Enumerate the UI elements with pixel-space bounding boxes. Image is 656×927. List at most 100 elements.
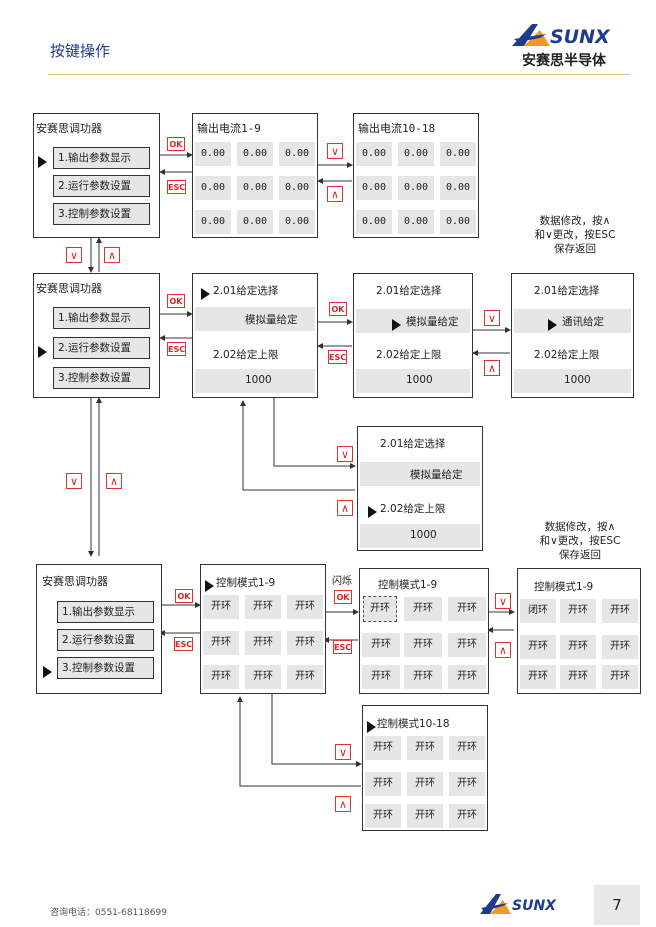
control-screen-10-18: 控制模式10-18 开环 开环 开环 开环 开环 开环 开环 开环 开环 — [362, 705, 488, 831]
cursor-icon — [367, 716, 376, 735]
control-mode-cell[interactable]: 开环 — [404, 665, 442, 689]
control-mode-cell[interactable]: 开环 — [407, 772, 443, 796]
ok-key[interactable]: OK — [167, 294, 185, 308]
control-mode-cell-blinking[interactable]: 开环 — [363, 596, 397, 622]
menu-item-run-settings[interactable]: 2.运行参数设置 — [57, 629, 154, 651]
control-mode-cell[interactable]: 开环 — [362, 665, 400, 689]
control-mode-cell[interactable]: 开环 — [365, 804, 401, 828]
control-mode-cell[interactable]: 开环 — [449, 804, 485, 828]
given-select-value[interactable]: 通讯给定 — [562, 316, 604, 328]
control-mode-cell[interactable]: 开环 — [449, 772, 485, 796]
control-mode-cell[interactable]: 开环 — [203, 665, 239, 689]
control-mode-cell[interactable]: 开环 — [203, 631, 239, 655]
down-key[interactable]: ∨ — [484, 310, 500, 326]
given-upper-value[interactable]: 1000 — [564, 374, 591, 386]
esc-key[interactable]: ESC — [333, 640, 352, 654]
current-value: 0.00 — [398, 176, 434, 200]
esc-key[interactable]: ESC — [167, 342, 186, 356]
control-mode-cell[interactable]: 开环 — [449, 736, 485, 760]
control-mode-cell[interactable]: 开环 — [448, 597, 486, 621]
menu-title: 安赛思调功器 — [36, 282, 102, 295]
up-key[interactable]: ∧ — [327, 186, 343, 202]
given-upper-field — [360, 524, 480, 548]
current-value: 0.00 — [356, 210, 392, 234]
given-select-value[interactable]: 模拟量给定 — [410, 469, 463, 481]
up-key[interactable]: ∧ — [335, 796, 351, 812]
brand-logo: SUNX 安赛思半导体 — [508, 20, 630, 70]
control-mode-cell[interactable]: 开环 — [287, 631, 323, 655]
menu-item-control-settings[interactable]: 3.控制参数设置 — [53, 367, 150, 389]
ok-key[interactable]: OK — [167, 137, 185, 151]
down-key[interactable]: ∨ — [337, 446, 353, 462]
control-mode-cell[interactable]: 开环 — [407, 736, 443, 760]
control-mode-cell[interactable]: 开环 — [602, 665, 638, 689]
control-mode-cell[interactable]: 开环 — [287, 665, 323, 689]
control-mode-cell[interactable]: 开环 — [365, 736, 401, 760]
given-upper-value[interactable]: 1000 — [410, 529, 437, 541]
given-upper-label: 2.02给定上限 — [534, 349, 600, 361]
control-mode-cell[interactable]: 闭环 — [520, 599, 556, 623]
current-value: 0.00 — [356, 176, 392, 200]
menu-item-output-display[interactable]: 1.输出参数显示 — [53, 307, 150, 329]
given-upper-value[interactable]: 1000 — [406, 374, 433, 386]
menu-screen-1: 安赛思调功器 1.输出参数显示 2.运行参数设置 3.控制参数设置 — [33, 113, 160, 238]
footer-phone: 咨询电话：0551-68118699 — [50, 908, 167, 918]
up-key[interactable]: ∧ — [104, 247, 120, 263]
current-value: 0.00 — [398, 210, 434, 234]
given-select-value[interactable]: 模拟量给定 — [245, 314, 298, 326]
control-mode-cell[interactable]: 开环 — [520, 665, 556, 689]
ok-key[interactable]: OK — [334, 590, 352, 604]
menu-item-run-settings[interactable]: 2.运行参数设置 — [53, 337, 150, 359]
control-mode-cell[interactable]: 开环 — [365, 772, 401, 796]
current-value: 0.00 — [356, 142, 392, 166]
control-mode-cell[interactable]: 开环 — [287, 595, 323, 619]
menu-item-run-settings[interactable]: 2.运行参数设置 — [53, 175, 150, 197]
given-upper-field — [356, 369, 470, 393]
control-mode-cell[interactable]: 开环 — [448, 665, 486, 689]
up-key[interactable]: ∧ — [495, 642, 511, 658]
menu-item-control-settings[interactable]: 3.控制参数设置 — [57, 657, 154, 679]
down-key[interactable]: ∨ — [327, 143, 343, 159]
given-select-value[interactable]: 模拟量给定 — [406, 316, 459, 328]
esc-key[interactable]: ESC — [167, 180, 186, 194]
ok-key[interactable]: OK — [329, 302, 347, 316]
control-mode-cell[interactable]: 开环 — [560, 635, 596, 659]
menu-item-output-display[interactable]: 1.输出参数显示 — [57, 601, 154, 623]
control-mode-cell[interactable]: 开环 — [448, 633, 486, 657]
up-key[interactable]: ∧ — [106, 473, 122, 489]
given-upper-field — [514, 369, 631, 393]
control-mode-cell[interactable]: 开环 — [602, 599, 638, 623]
control-mode-cell[interactable]: 开环 — [245, 631, 281, 655]
control-mode-cell[interactable]: 开环 — [560, 599, 596, 623]
esc-key[interactable]: ESC — [328, 350, 347, 364]
control-mode-cell[interactable]: 开环 — [245, 665, 281, 689]
up-key[interactable]: ∧ — [337, 500, 353, 516]
esc-key[interactable]: ESC — [174, 637, 193, 651]
control-mode-cell[interactable]: 开环 — [520, 635, 556, 659]
control-mode-cell[interactable]: 开环 — [362, 633, 400, 657]
control-mode-cell[interactable]: 开环 — [203, 595, 239, 619]
cursor-icon — [38, 341, 47, 360]
menu-item-control-settings[interactable]: 3.控制参数设置 — [53, 203, 150, 225]
cursor-icon — [368, 501, 377, 520]
control-mode-cell[interactable]: 开环 — [404, 633, 442, 657]
control-mode-cell[interactable]: 开环 — [407, 804, 443, 828]
current-value: 0.00 — [279, 142, 315, 166]
control-mode-cell[interactable]: 开环 — [602, 635, 638, 659]
down-key[interactable]: ∨ — [335, 744, 351, 760]
given-upper-value[interactable]: 1000 — [245, 374, 272, 386]
blink-label: 闪烁 — [332, 576, 352, 587]
cursor-icon — [201, 283, 210, 302]
given-upper-label: 2.02给定上限 — [213, 349, 279, 361]
down-key[interactable]: ∨ — [66, 473, 82, 489]
menu-title: 安赛思调功器 — [42, 575, 108, 588]
down-key[interactable]: ∨ — [66, 247, 82, 263]
down-key[interactable]: ∨ — [495, 593, 511, 609]
control-mode-cell[interactable]: 开环 — [560, 665, 596, 689]
cursor-icon — [38, 151, 47, 170]
menu-item-output-display[interactable]: 1.输出参数显示 — [53, 147, 150, 169]
control-mode-cell[interactable]: 开环 — [245, 595, 281, 619]
ok-key[interactable]: OK — [175, 589, 193, 603]
control-mode-cell[interactable]: 开环 — [404, 597, 442, 621]
up-key[interactable]: ∧ — [484, 360, 500, 376]
